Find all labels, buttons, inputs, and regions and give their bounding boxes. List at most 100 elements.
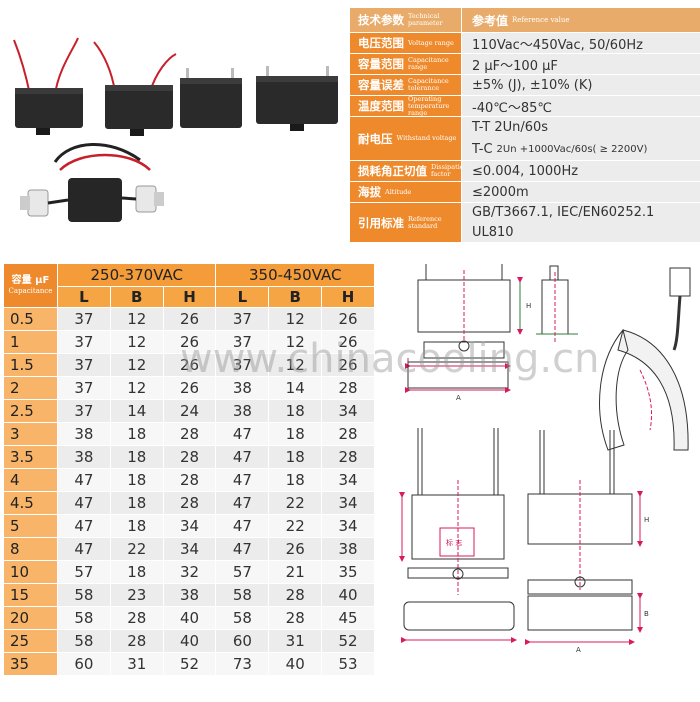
dimension-cell: 40 bbox=[162, 606, 217, 630]
capacitance-cell: 0.5 bbox=[3, 307, 58, 331]
dimension-cell: 58 bbox=[215, 606, 270, 630]
capacitance-header: 容量 μF Capacitance bbox=[3, 263, 58, 308]
dimension-cell: 34 bbox=[321, 514, 375, 538]
capacitance-cell: 10 bbox=[3, 560, 58, 584]
spec-value: 110Vac～450Vac, 50/60Hz bbox=[472, 37, 643, 53]
dimension-cell: 28 bbox=[109, 629, 164, 653]
dimension-cell: 37 bbox=[57, 353, 111, 377]
dimension-cell: 28 bbox=[162, 422, 217, 446]
capacitance-cell: 1 bbox=[3, 330, 58, 354]
dimension-cell: 47 bbox=[57, 537, 111, 561]
dimension-cell: 26 bbox=[321, 330, 375, 354]
spec-label-en: Capacitance range bbox=[408, 56, 449, 71]
spec-label: 容量范围 bbox=[358, 57, 404, 71]
dimension-cell: 18 bbox=[109, 468, 164, 492]
spec-value: T-T 2Un/60s bbox=[472, 120, 549, 136]
dimension-cell: 18 bbox=[268, 468, 323, 492]
label-h-1: H bbox=[526, 302, 531, 310]
dimension-cell: 18 bbox=[109, 445, 164, 469]
spec-label-en: Reference standard bbox=[408, 214, 442, 230]
drawing-compact-capacitor bbox=[525, 430, 643, 645]
spec-label: 损耗角正切值 bbox=[358, 164, 427, 178]
watermark: www.chinacooling.cn bbox=[180, 336, 600, 382]
dimension-cell: 18 bbox=[109, 560, 164, 584]
capacitance-cell: 2.5 bbox=[3, 399, 58, 423]
capacitance-cell: 4.5 bbox=[3, 491, 58, 515]
spec-label-en: Capacitance tolerance bbox=[408, 77, 449, 92]
drawing-side-view bbox=[536, 265, 578, 342]
dimension-cell: 18 bbox=[109, 514, 164, 538]
dimension-cell: 45 bbox=[321, 606, 375, 630]
dimension-cell: 38 bbox=[215, 376, 270, 400]
dimension-cell: 47 bbox=[215, 445, 270, 469]
dimension-cell: 37 bbox=[215, 353, 270, 377]
spec-value: 2 μF～100 μF bbox=[472, 58, 558, 74]
capacitance-header-en: Capacitance bbox=[8, 286, 53, 295]
dimension-cell: 28 bbox=[268, 583, 323, 607]
dimension-cell: 37 bbox=[215, 307, 270, 331]
drawing-rect-capacitor bbox=[405, 264, 523, 393]
spec-value-detail: 2Un +1000Vac/60s( ≥ 2200V) bbox=[496, 143, 648, 155]
dimension-cell: 47 bbox=[215, 514, 270, 538]
col-header-h: H bbox=[321, 286, 375, 308]
dimension-cell: 38 bbox=[57, 445, 111, 469]
dimension-cell: 40 bbox=[162, 629, 217, 653]
spec-value: ≤2000m bbox=[472, 184, 529, 200]
dimension-cell: 12 bbox=[268, 307, 323, 331]
dimension-cell: 34 bbox=[162, 514, 217, 538]
dimension-cell: 35 bbox=[321, 560, 375, 584]
group-header-350-450: 350-450VAC bbox=[215, 263, 375, 287]
dimension-cell: 12 bbox=[109, 353, 164, 377]
dimension-cell: 28 bbox=[109, 606, 164, 630]
dimension-cell: 47 bbox=[215, 422, 270, 446]
spec-label-en: Withstand voltage bbox=[396, 134, 457, 142]
label-h-2: H bbox=[644, 516, 649, 524]
dimension-cell: 23 bbox=[109, 583, 164, 607]
dimension-cell: 40 bbox=[268, 652, 323, 676]
dimension-cell: 37 bbox=[57, 330, 111, 354]
spec-value: T-C bbox=[472, 141, 493, 157]
group-header-250-370: 250-370VAC bbox=[56, 263, 217, 287]
spec-label: 引用标准 bbox=[358, 215, 404, 230]
dimension-cell: 38 bbox=[321, 537, 375, 561]
col-header-b: B bbox=[109, 286, 164, 308]
dimension-cell: 28 bbox=[321, 376, 375, 400]
capacitance-cell: 25 bbox=[3, 629, 58, 653]
capacitance-cell: 15 bbox=[3, 583, 58, 607]
capacitance-header-cn: 容量 μF bbox=[11, 274, 50, 286]
product-photos bbox=[13, 37, 338, 222]
spec-label: 海拔 bbox=[358, 185, 381, 199]
spec-label: 温度范围 bbox=[358, 99, 404, 113]
dimension-cell: 28 bbox=[268, 606, 323, 630]
capacitance-cell: 4 bbox=[3, 468, 58, 492]
label-a-1: A bbox=[456, 394, 461, 402]
dimension-cell: 73 bbox=[215, 652, 270, 676]
dimension-cell: 26 bbox=[162, 330, 217, 354]
capacitance-cell: 3.5 bbox=[3, 445, 58, 469]
dimension-cell: 28 bbox=[162, 445, 217, 469]
capacitance-cell: 8 bbox=[3, 537, 58, 561]
spec-label-en: Operating temperature range bbox=[408, 94, 450, 117]
spec-row-altitude: 海拔 Altitude ≤2000m bbox=[350, 182, 700, 203]
dimension-cell: 18 bbox=[268, 422, 323, 446]
dimension-cell: 12 bbox=[109, 330, 164, 354]
dimension-cell: 47 bbox=[215, 537, 270, 561]
dimension-cell: 40 bbox=[321, 583, 375, 607]
spec-header-label: 技术参数 bbox=[358, 13, 404, 27]
dimension-cell: 37 bbox=[57, 307, 111, 331]
dimension-cell: 58 bbox=[57, 629, 111, 653]
spec-label-en: Altitude bbox=[385, 187, 412, 196]
capacitance-cell: 20 bbox=[3, 606, 58, 630]
capacitor-photo-5 bbox=[20, 143, 164, 222]
dimension-cell: 12 bbox=[109, 376, 164, 400]
